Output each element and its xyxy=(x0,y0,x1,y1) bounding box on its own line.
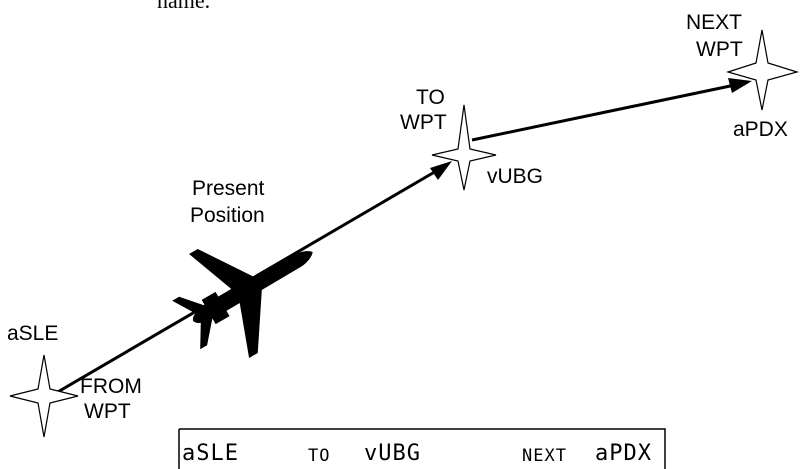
from-waypoint-star-icon xyxy=(9,354,79,438)
nav-display-border xyxy=(178,428,666,469)
display-to-ident: vUBG xyxy=(364,441,421,466)
aircraft-label-line1: Present xyxy=(192,177,265,200)
display-from-ident: aSLE xyxy=(182,441,239,466)
arrowhead-to xyxy=(430,161,452,180)
to-waypoint-role: TO xyxy=(416,86,445,109)
display-next-label: NEXT xyxy=(522,446,567,466)
top-fragment-text: name. xyxy=(157,0,210,13)
from-waypoint-ident: aSLE xyxy=(7,322,58,345)
to-waypoint-ident: vUBG xyxy=(487,165,543,188)
arrowhead-next xyxy=(728,78,752,93)
from-waypoint-role2: WPT xyxy=(84,400,131,423)
display-to-label: TO xyxy=(308,446,330,466)
aircraft-label-line2: Position xyxy=(190,204,265,227)
to-waypoint-star-icon xyxy=(431,104,497,191)
from-waypoint-role: FROM xyxy=(80,375,142,398)
next-waypoint-role2: WPT xyxy=(696,38,743,61)
display-next-ident: aPDX xyxy=(595,441,652,466)
aircraft-icon xyxy=(172,249,313,358)
next-waypoint-role: NEXT xyxy=(686,11,742,34)
to-waypoint-role2: WPT xyxy=(400,111,447,134)
track-to-next xyxy=(471,83,736,142)
nav-display: aSLE TO vUBG NEXT aPDX xyxy=(178,428,666,469)
next-waypoint-ident: aPDX xyxy=(733,118,788,141)
next-waypoint-star-icon xyxy=(725,29,800,111)
